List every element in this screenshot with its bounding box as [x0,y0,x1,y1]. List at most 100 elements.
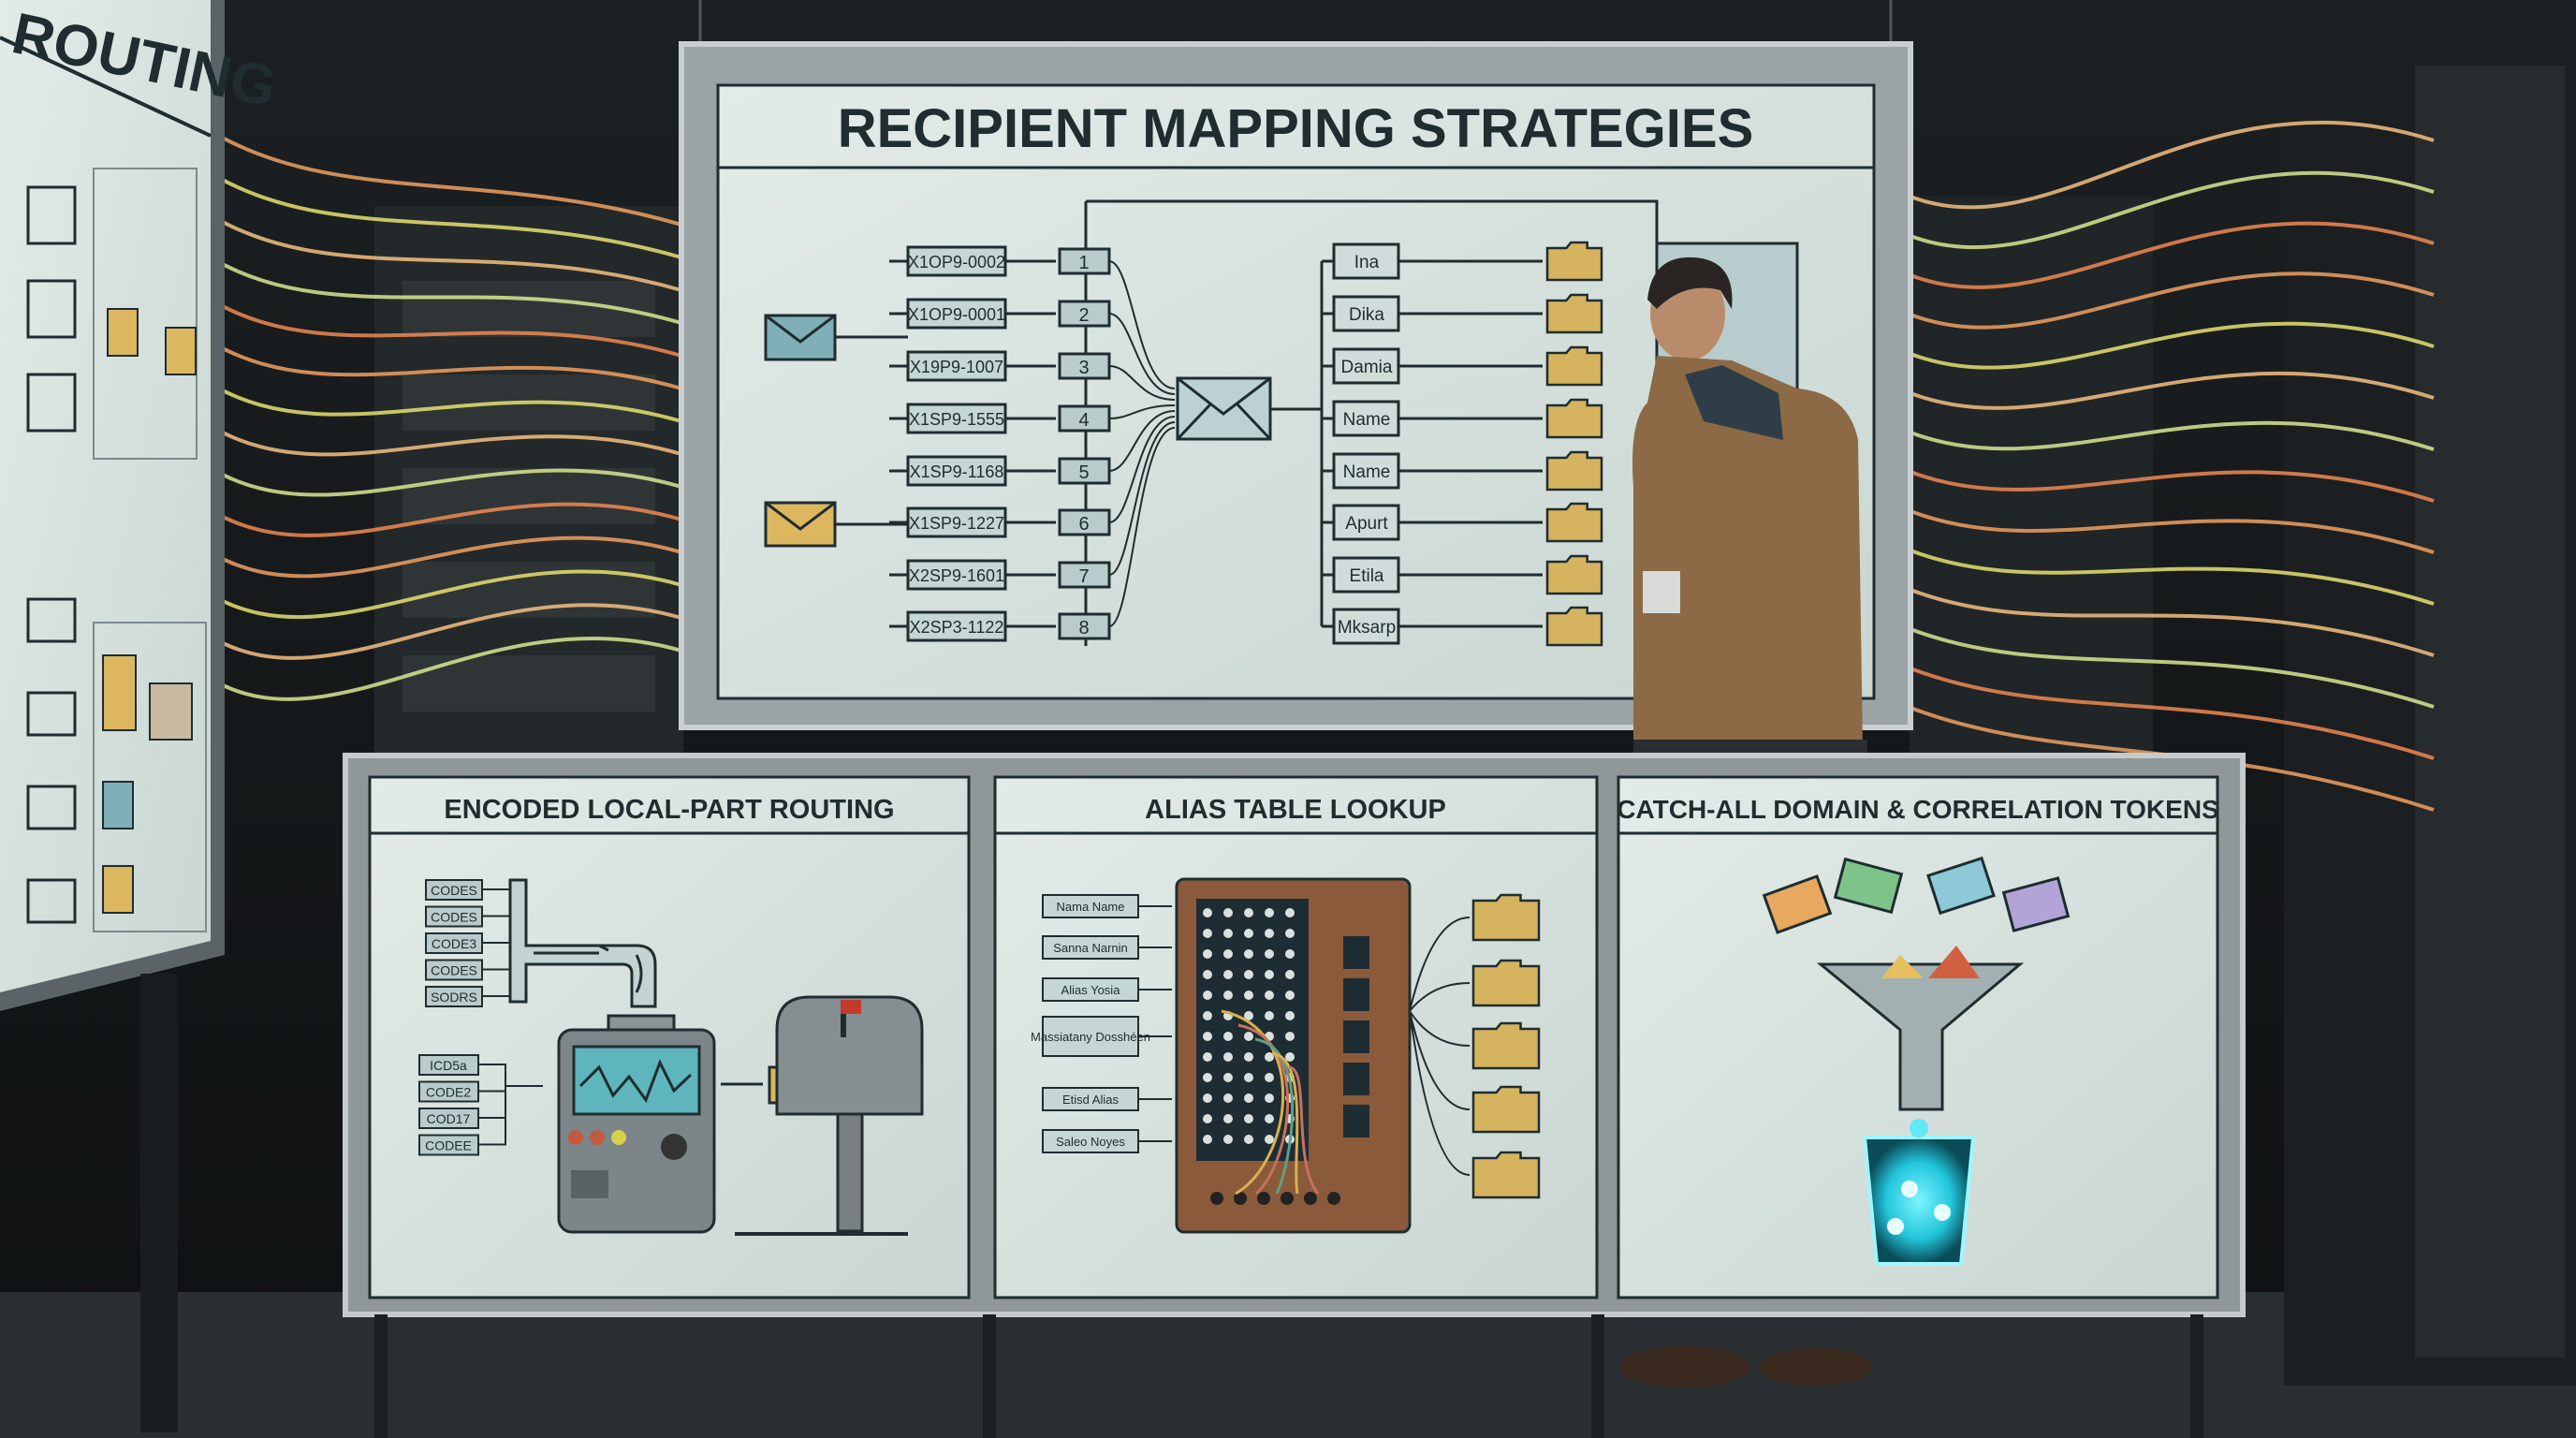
jack [1244,1052,1253,1062]
fiber-wire [1910,667,2435,760]
plug [1304,1192,1317,1205]
code-label: COD17 [427,1111,471,1126]
jack [1203,1011,1212,1020]
jack [1244,1073,1253,1082]
fiber-wire [1910,588,2435,657]
jack [1244,1032,1253,1041]
jack [1265,1073,1274,1082]
panel-title: ALIAS TABLE LOOKUP [1145,795,1446,825]
envelope-icon [102,654,137,731]
jack [1223,1135,1233,1144]
slot-box [1058,508,1111,536]
envelope-icon [102,781,134,829]
mapping-line [1108,365,1176,401]
jack [1203,1135,1212,1144]
switch [1343,1105,1369,1137]
name-label: Apurt [1345,514,1388,534]
alias-box [1042,1087,1139,1111]
jack [1285,949,1295,959]
fiber-wire [209,256,682,325]
patch-cable [1254,1037,1295,1195]
code-label: CODE2 [426,1085,471,1100]
mapping-line [1108,421,1176,576]
folder-icon [1471,1085,1541,1134]
jack [1265,970,1274,979]
jack [1285,970,1295,979]
mapping-line [1108,313,1176,395]
code-label: CODES [431,963,477,978]
jack [1244,1135,1253,1144]
jack [1223,1114,1233,1123]
server-racks-left [374,206,683,768]
slot-number: 5 [1078,462,1089,483]
code-label: CODES [431,910,477,925]
jack [1265,1011,1274,1020]
folder-list [1409,893,1541,1199]
name-label: Name [1343,410,1391,430]
plug [1257,1192,1270,1205]
panel-title: CATCH-ALL DOMAIN & CORRELATION TOKENS [1617,795,2218,824]
encoded-id-label: X1OP9-0001 [908,305,1005,324]
jack [1203,1073,1212,1082]
envelope-icon [107,308,139,357]
left-board: ROUTING [0,0,282,1432]
folder-icon [1471,959,1541,1007]
jack [1244,970,1253,979]
encoded-id-label: X2SP3-1122 [910,618,1004,637]
jack [1203,970,1212,979]
jack [1203,908,1212,917]
slot-box [1058,457,1111,485]
encoded-id-box [906,403,1007,434]
mapping-line [1108,410,1176,472]
encoded-id-box [906,455,1007,487]
jack [1223,1032,1233,1041]
encoded-id-label: X2SP9-1601 [909,566,1004,585]
jack [1223,1073,1233,1082]
name-label: Mksarp [1338,618,1396,638]
code-list: CODESCODESCODE3CODESSODRSICD5aCODE2COD17… [418,879,543,1156]
folder-icon [1545,606,1603,647]
jack [1265,990,1274,1000]
patch-cable [1221,1009,1285,1196]
alias-label: Saleo Noyes [1056,1135,1125,1149]
envelope-icon [1762,874,1833,934]
jack [1223,970,1233,979]
fiber-wire [209,603,682,660]
panel-catch-all-domain: CATCH-ALL DOMAIN & CORRELATION TOKENS [1617,775,2219,1299]
name-box [1332,347,1400,385]
jack [1285,929,1295,938]
folder-icon [1545,554,1603,595]
fiber-wire [209,636,682,701]
panel-title: ENCODED LOCAL-PART ROUTING [444,795,894,825]
jack [1244,990,1253,1000]
slot-number: 1 [1078,253,1089,273]
jack [1223,1052,1233,1062]
jack [1203,990,1212,1000]
funnel-icon [1816,962,2025,1111]
jack [1285,990,1295,1000]
jack [1285,1011,1295,1020]
fiber-wire [1910,509,2435,554]
folder-icon [1545,345,1603,387]
encoded-id-box [906,506,1007,538]
fiber-wire [1910,549,2435,606]
jack [1203,1093,1212,1103]
switch [1343,978,1369,1011]
jack [1285,1032,1295,1041]
alias-label: Sanna Narnin [1053,941,1128,955]
jack [1223,990,1233,1000]
switch [1343,1063,1369,1095]
board-legs [374,1314,2203,1438]
envelope-icon [1926,856,1996,916]
slot-number: 2 [1078,305,1089,326]
jack [1203,929,1212,938]
folder-icon [1471,1021,1541,1070]
jack [1223,1093,1233,1103]
envelope-icon [1833,857,1904,915]
code-label: SODRS [431,990,477,1005]
fiber-wire [209,424,682,457]
folder-icon [1545,241,1603,282]
encoded-id-box [906,610,1007,642]
slot-number: 3 [1078,358,1089,378]
